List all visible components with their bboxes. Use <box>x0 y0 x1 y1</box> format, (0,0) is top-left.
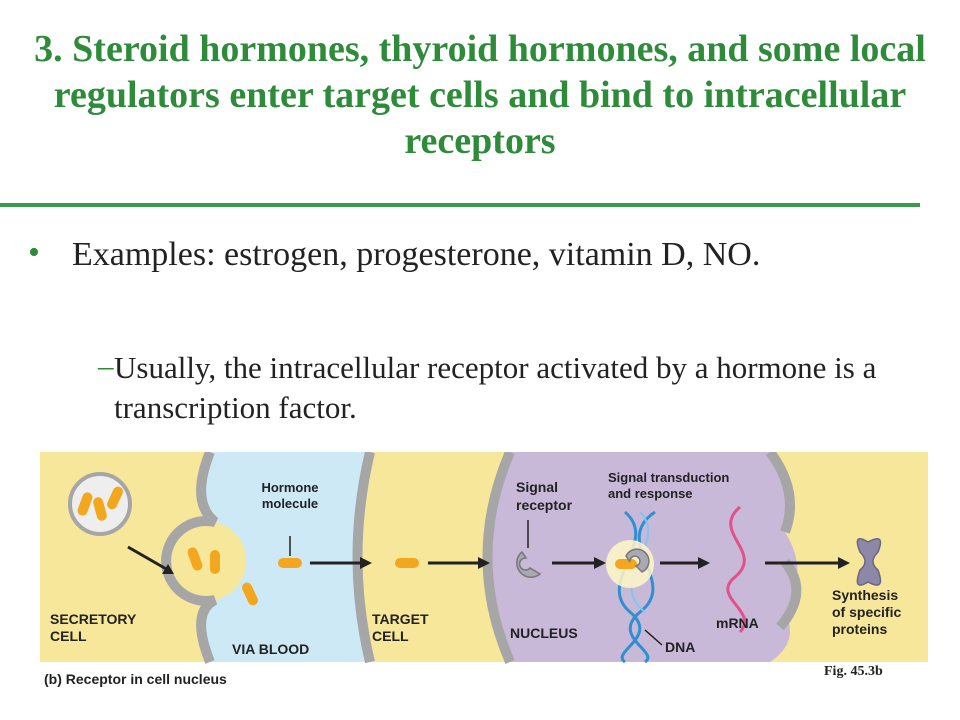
bound-hormone <box>615 559 637 569</box>
title-divider <box>0 203 920 207</box>
label-signal-transduction: and response <box>608 486 693 501</box>
dna-pointer <box>644 629 663 646</box>
caption-strip <box>40 662 928 697</box>
label-hormone-molecule: Hormone <box>261 480 318 495</box>
arrow-head <box>698 557 710 569</box>
slide-title: 3. Steroid hormones, thyroid hormones, a… <box>34 28 926 162</box>
label-signal-transduction: Signal transduction <box>608 470 729 485</box>
blood-region <box>201 452 370 662</box>
label-dna: DNA <box>665 639 695 655</box>
figure-caption: (b) Receptor in cell nucleus <box>44 671 227 687</box>
label-signal-receptor: Signal <box>516 479 558 495</box>
released-hormone <box>187 547 203 571</box>
label-target-cell: TARGET <box>372 611 429 627</box>
label-synthesis: of specific <box>832 604 901 620</box>
arrow-head <box>594 557 606 569</box>
dna-strand <box>617 510 642 664</box>
arrow-head <box>162 564 174 574</box>
nuclear-envelope-right <box>765 452 802 631</box>
vesicle-hormone <box>77 492 93 516</box>
bullet-marker: • <box>28 234 40 271</box>
label-target-cell: CELL <box>372 628 409 644</box>
vesicle-hormone <box>93 497 107 521</box>
mrna-strand <box>726 505 747 634</box>
released-hormone <box>242 582 258 606</box>
label-mrna: mRNA <box>716 615 759 631</box>
figure-reference: Fig. 45.3b <box>824 664 883 679</box>
released-hormone <box>210 550 220 574</box>
arrow-head <box>838 557 850 569</box>
target-cell-membrane <box>352 452 375 664</box>
label-synthesis: Synthesis <box>832 587 898 603</box>
label-signal-receptor: receptor <box>516 497 573 513</box>
sub-bullet-text: Usually, the intracellular receptor acti… <box>114 350 877 425</box>
label-synthesis: proteins <box>832 621 887 637</box>
signal-receptor <box>516 550 542 578</box>
hormone-molecule <box>278 558 302 568</box>
dna-strand <box>628 510 656 664</box>
label-secretory-cell: SECRETORY <box>50 611 137 627</box>
hormone-in-cell <box>395 558 419 568</box>
arrow-secretion <box>127 545 169 572</box>
label-secretory-cell: CELL <box>50 628 87 644</box>
bullet-text: Examples: estrogen, progesterone, vitami… <box>72 236 761 273</box>
nuclear-envelope-left <box>482 452 515 664</box>
label-hormone-molecule: molecule <box>262 496 318 511</box>
arrow-head <box>360 557 372 569</box>
arrow-head <box>478 557 490 569</box>
bound-receptor <box>625 548 650 573</box>
sub-bullet-marker: – <box>98 348 114 383</box>
label-nucleus: NUCLEUS <box>510 625 578 641</box>
protein-product <box>856 537 882 586</box>
receptor-diagram: Hormone molecule Signal receptor Signal … <box>40 452 928 697</box>
secretory-cell-membrane <box>161 452 219 664</box>
vesicle-hormone <box>107 486 123 510</box>
label-via-blood: VIA BLOOD <box>232 641 309 657</box>
